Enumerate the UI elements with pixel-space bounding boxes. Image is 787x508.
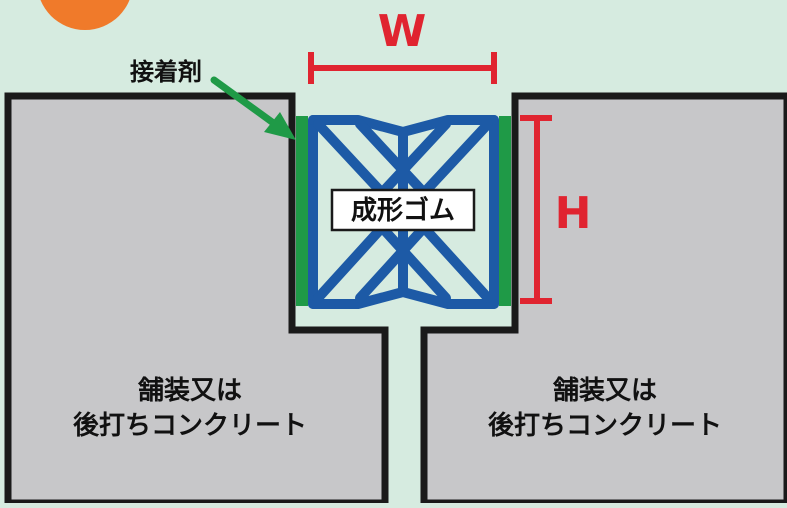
width-label: W — [378, 6, 427, 57]
width-dimension — [308, 52, 497, 84]
left-block-label-line1: 舗装又は — [137, 376, 242, 406]
adhesive-right-strip — [499, 116, 511, 306]
right-block-label-line1: 舗装又は — [552, 376, 657, 406]
rubber-label-box — [330, 188, 476, 232]
left-block-label-line2: 後打ちコンクリート — [73, 410, 307, 441]
height-dimension — [520, 115, 552, 304]
adhesive-label: 接着剤 — [130, 58, 202, 86]
rubber-label: 成形ゴム — [351, 195, 455, 226]
adhesive-arrow — [210, 76, 296, 140]
adhesive-left-strip — [296, 116, 308, 306]
height-label: H — [555, 188, 592, 239]
right-block-label-line2: 後打ちコンクリート — [488, 410, 722, 441]
step-badge — [40, 0, 130, 30]
